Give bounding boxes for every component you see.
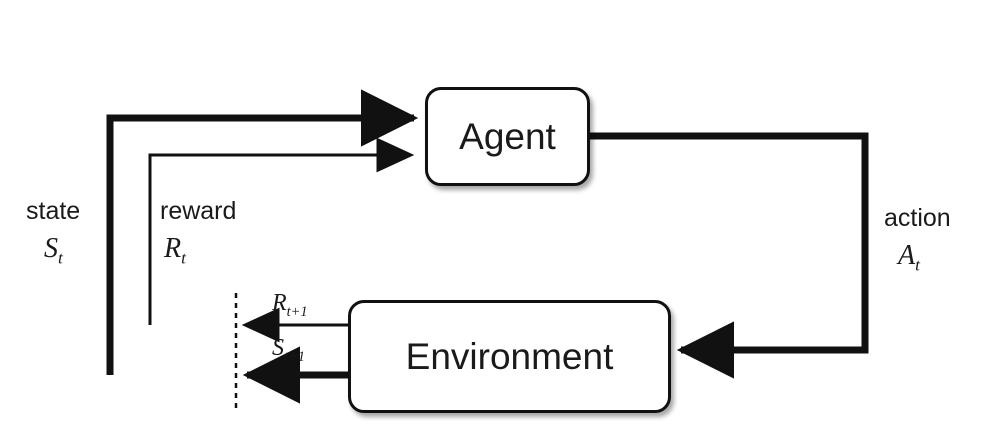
edge-state-to-agent	[106, 89, 419, 375]
label-state-next-subscript: t+1	[284, 348, 305, 365]
label-action-symbol-base: A	[898, 240, 916, 271]
label-reward-next-base: R	[272, 290, 287, 316]
label-state-symbol: St	[44, 234, 63, 268]
edge-action-to-environment	[590, 132, 869, 379]
label-action-symbol-subscript: t	[915, 255, 920, 275]
label-reward-next-subscript: t+1	[286, 303, 308, 320]
label-reward-symbol-base: R	[164, 233, 182, 264]
edge-reward-to-agent	[148, 137, 415, 325]
label-reward-symbol: Rt	[164, 234, 186, 268]
label-state-next-base: S	[272, 335, 284, 361]
label-state-symbol-base: S	[44, 233, 58, 264]
node-agent-label: Agent	[459, 115, 556, 157]
node-agent[interactable]: Agent	[425, 87, 590, 186]
node-environment-label: Environment	[405, 335, 614, 377]
label-reward-word: reward	[160, 197, 237, 225]
label-state-next-symbol: St+1	[272, 335, 305, 365]
label-reward-next-symbol: Rt+1	[272, 290, 308, 320]
label-action-word: action	[884, 204, 951, 232]
label-action-symbol: At	[898, 241, 920, 275]
label-state-word: state	[26, 197, 81, 225]
node-environment[interactable]: Environment	[348, 300, 671, 413]
label-state-symbol-subscript: t	[58, 248, 63, 268]
label-reward-symbol-subscript: t	[181, 248, 186, 268]
